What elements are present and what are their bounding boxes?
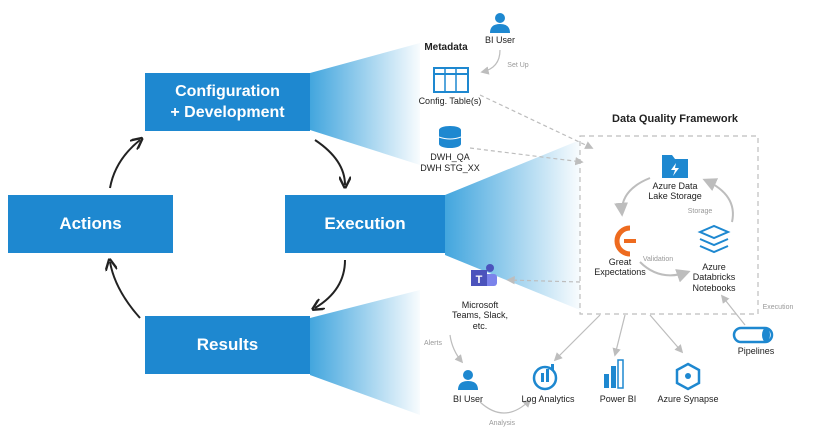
teams-line-2: Teams, Slack, <box>451 310 509 321</box>
great-expectations-icon <box>614 225 636 257</box>
arrow-dq-to-synapse <box>649 314 684 354</box>
database-icon <box>438 126 462 148</box>
log-analytics-icon <box>532 364 558 391</box>
teams-line-3: etc. <box>472 320 488 331</box>
cycle-arrow-config-to-exec <box>314 139 345 185</box>
actions-label: Actions <box>59 214 122 233</box>
results-funnel <box>310 290 420 415</box>
arrow-db-to-adls <box>702 178 734 223</box>
alerts-label: Alerts <box>424 340 442 347</box>
arrow-biuser-to-loganalytics <box>479 398 532 414</box>
arrow-adls-to-ge <box>614 177 651 217</box>
db-line-3: Notebooks <box>692 282 736 293</box>
pipelines-icon <box>732 326 774 344</box>
user-icon <box>490 13 510 33</box>
cycle-arrow-exec-to-results <box>315 259 346 308</box>
svg-text:T: T <box>476 274 483 286</box>
config-table-label: Config. Table(s) <box>418 96 482 106</box>
storage-icon <box>662 155 688 178</box>
execution-box: Execution <box>285 195 445 253</box>
config-funnel <box>310 43 420 165</box>
table-icon <box>433 67 469 93</box>
results-box: Results <box>145 316 310 374</box>
actions-box: Actions <box>8 195 173 253</box>
pipelines-label: Pipelines <box>737 346 775 356</box>
development-label: + Development <box>170 104 285 121</box>
bi-user-bottom-label: BI User <box>452 394 483 404</box>
teams-label: Microsoft Teams, Slack, etc. <box>448 300 512 331</box>
ge-line-2: Expectations <box>594 267 646 278</box>
ge-line-1: Great <box>608 257 632 267</box>
user-icon <box>458 370 478 390</box>
databricks-icon <box>697 224 731 254</box>
power-bi-label: Power BI <box>599 394 637 404</box>
dq-frame <box>579 135 759 315</box>
set-up-label: Set Up <box>507 62 529 69</box>
arrow-dwh-to-dq <box>469 147 584 166</box>
dwh-stg-label: DWH STG_XX <box>420 163 480 173</box>
cycle-arrow-actions-to-config <box>109 140 140 189</box>
analysis-label: Analysis <box>488 420 516 427</box>
validation-label: Validation <box>642 256 674 263</box>
databricks-label: Azure Databricks Notebooks <box>682 262 746 293</box>
arrow-dq-to-teams <box>506 275 581 285</box>
metadata-title: Metadata <box>424 42 468 53</box>
adls-line-1: Azure Data <box>652 181 698 191</box>
great-expectations-label: Great Expectations <box>590 257 650 278</box>
cycle-arrow-results-to-actions <box>110 262 141 319</box>
execution-label: Execution <box>324 214 406 233</box>
configuration-box: Configuration + Development <box>145 73 310 131</box>
db-line-2: Databricks <box>692 272 736 283</box>
adls-line-2: Lake Storage <box>648 191 702 202</box>
bi-user-top-label: BI User <box>484 35 515 45</box>
configuration-label: Configuration <box>175 83 280 100</box>
arrow-pipelines-to-dq <box>720 294 746 326</box>
synapse-icon <box>675 362 701 391</box>
dwh-qa-label: DWH_QA <box>430 152 470 162</box>
azure-synapse-label: Azure Synapse <box>657 394 719 404</box>
teams-line-1: Microsoft <box>461 300 499 310</box>
adls-label: Azure Data Lake Storage <box>640 181 710 202</box>
db-line-1: Azure <box>702 262 726 272</box>
arrow-dq-to-powerbi <box>612 314 626 357</box>
dq-framework-title: Data Quality Framework <box>612 113 738 125</box>
arrow-biuser-setup <box>480 49 501 75</box>
teams-icon: T <box>471 264 497 286</box>
storage-label: Storage <box>687 208 713 215</box>
arrow-config-to-dq <box>479 94 594 149</box>
arrow-teams-to-biuser <box>449 334 464 364</box>
power-bi-icon <box>604 359 624 389</box>
arrow-ge-to-db <box>639 261 691 283</box>
execution-funnel <box>445 140 580 310</box>
arrow-dq-to-loganalytics <box>553 314 601 362</box>
results-label: Results <box>196 335 259 354</box>
execution-small-label: Execution <box>762 304 794 311</box>
log-analytics-label: Log Analytics <box>521 394 575 404</box>
